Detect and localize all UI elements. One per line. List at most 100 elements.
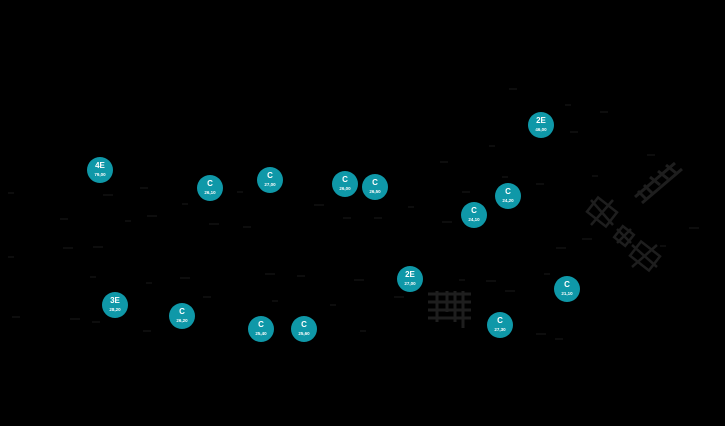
background-mark (63, 247, 73, 249)
background-mark (8, 256, 14, 258)
marker-price: 25,40 (255, 331, 267, 336)
background-mark (146, 282, 152, 284)
marker-price: 26,10 (204, 190, 216, 195)
crossed-box-symbol (585, 195, 662, 273)
background-mark (536, 333, 546, 335)
background-mark (237, 191, 243, 193)
marker-price: 26,20 (176, 318, 188, 323)
marker-c[interactable]: C 26,50 (362, 174, 388, 200)
marker-price: 21,10 (561, 291, 573, 296)
background-mark (360, 330, 366, 332)
marker-code: C (179, 307, 185, 316)
background-mark (272, 300, 278, 302)
background-mark (182, 203, 188, 205)
marker-3e[interactable]: 3E 28,20 (102, 292, 128, 318)
marker-price: 27,00 (264, 182, 276, 187)
marker-price: 28,20 (109, 307, 121, 312)
fence-symbol (428, 291, 471, 328)
marker-code: 4E (95, 161, 105, 170)
marker-c[interactable]: C 26,10 (197, 175, 223, 201)
background-mark (505, 290, 515, 292)
marker-2e[interactable]: 2E 46,00 (528, 112, 554, 138)
marker-price: 46,00 (535, 127, 547, 132)
marker-code: C (301, 320, 307, 329)
background-mark (203, 296, 211, 298)
marker-c[interactable]: C 25,60 (291, 316, 317, 342)
marker-code: C (342, 175, 348, 184)
marker-code: C (471, 206, 477, 215)
background-mark (536, 183, 544, 185)
background-mark (343, 217, 351, 219)
background-mark (60, 218, 68, 220)
marker-price: 27,30 (494, 327, 506, 332)
marker-code: 3E (110, 296, 120, 305)
marker-code: C (497, 316, 503, 325)
background-mark (489, 145, 495, 147)
background-mark (354, 279, 364, 281)
background-mark (440, 161, 448, 163)
background-mark (70, 318, 80, 320)
background-mark (209, 223, 219, 225)
background-mark (660, 245, 666, 247)
marker-c[interactable]: C 24,20 (495, 183, 521, 209)
background-mark (462, 191, 470, 193)
marker-price: 24,10 (468, 217, 480, 222)
background-mark (459, 279, 465, 281)
background-mark (180, 277, 190, 279)
marker-c[interactable]: C 27,30 (487, 312, 513, 338)
marker-2e[interactable]: 2E 27,00 (397, 266, 423, 292)
marker-price: 24,20 (502, 198, 514, 203)
background-mark (92, 321, 100, 323)
background-mark (544, 273, 550, 275)
background-mark (90, 276, 96, 278)
background-mark (143, 330, 151, 332)
marker-c[interactable]: C 25,40 (248, 316, 274, 342)
marker-c[interactable]: C 26,20 (169, 303, 195, 329)
background-mark (647, 154, 655, 156)
background-mark (8, 192, 14, 194)
marker-code: C (372, 178, 378, 187)
background-mark (243, 226, 251, 228)
background-mark (556, 247, 566, 249)
background-mark (297, 275, 305, 277)
background-mark (502, 176, 508, 178)
background-mark (265, 273, 275, 275)
background-mark (592, 175, 598, 177)
marker-price: 79,00 (94, 172, 106, 177)
background-mark (442, 221, 452, 223)
marker-code: C (505, 187, 511, 196)
marker-code: 2E (405, 270, 415, 279)
marker-price: 26,50 (369, 189, 381, 194)
background-mark (570, 131, 578, 133)
marker-c[interactable]: C 24,10 (461, 202, 487, 228)
background-mark (582, 238, 592, 240)
background-mark (12, 316, 20, 318)
background-mark (689, 227, 699, 229)
marker-price: 25,60 (298, 331, 310, 336)
marker-code: C (258, 320, 264, 329)
marker-c[interactable]: C 21,10 (554, 276, 580, 302)
marker-c[interactable]: C 27,00 (257, 167, 283, 193)
background-mark (600, 111, 608, 113)
marker-code: C (207, 179, 213, 188)
background-mark (147, 215, 157, 217)
background-mark (93, 246, 103, 248)
marker-price: 26,00 (339, 186, 351, 191)
background-mark (374, 217, 382, 219)
marker-c[interactable]: C 26,00 (332, 171, 358, 197)
background-mark (314, 204, 324, 206)
background-mark (125, 220, 131, 222)
marker-price: 27,00 (404, 281, 416, 286)
background-mark (486, 280, 496, 282)
background-mark (509, 88, 517, 90)
background-mark (555, 338, 563, 340)
marker-4e[interactable]: 4E 79,00 (87, 157, 113, 183)
background-mark (394, 296, 404, 298)
background-mark (565, 104, 571, 106)
marker-code: C (267, 171, 273, 180)
background-mark (140, 187, 148, 189)
background-mark (330, 304, 336, 306)
background-mark (408, 206, 414, 208)
marker-code: C (564, 280, 570, 289)
